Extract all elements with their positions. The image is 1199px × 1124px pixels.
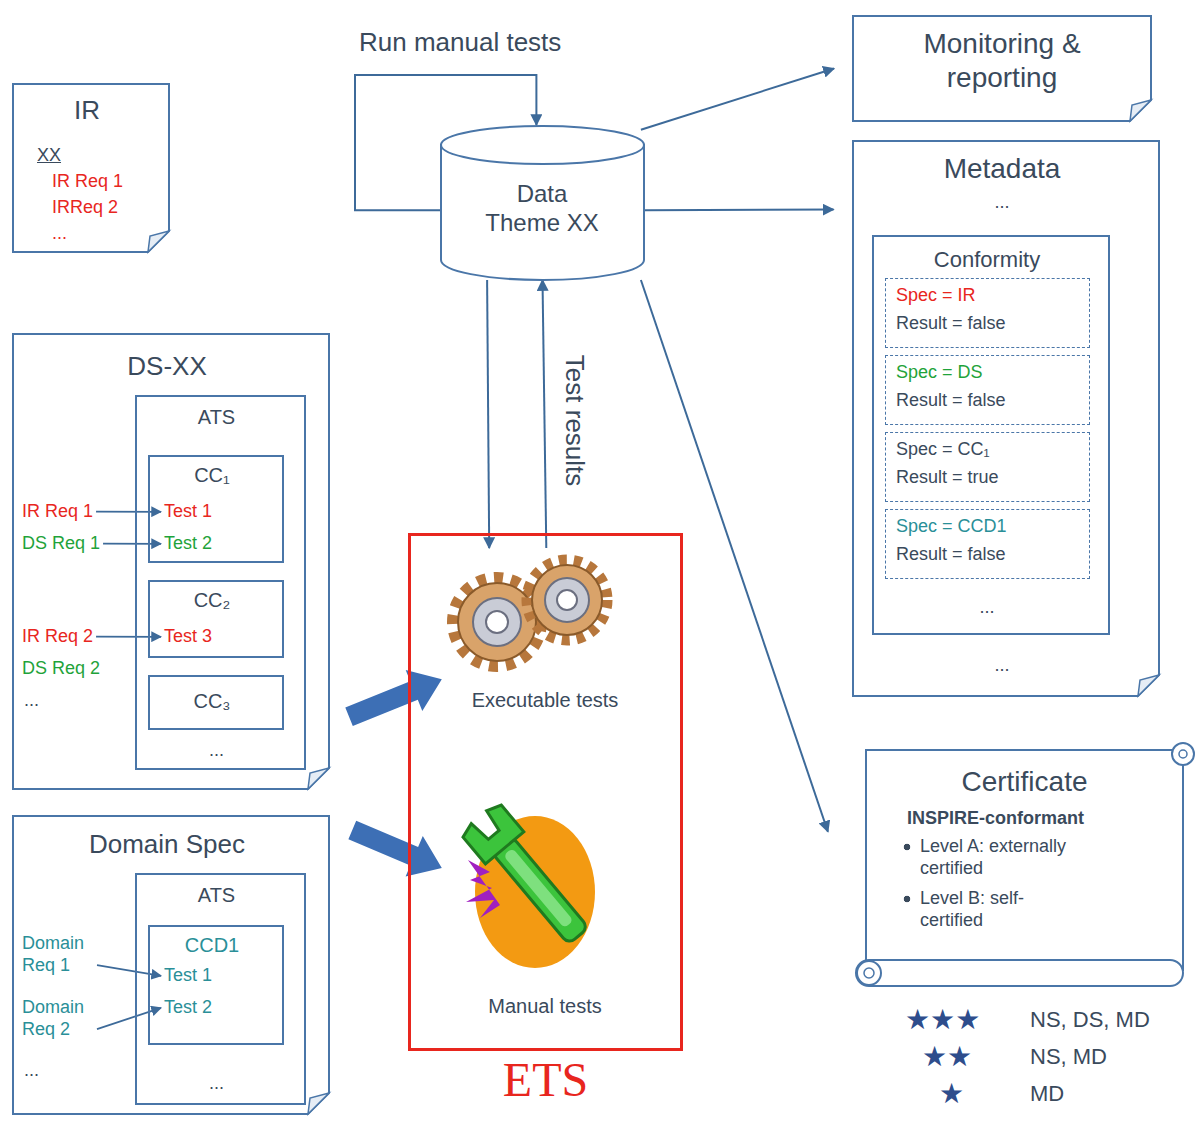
node-text: Domain Req 2 (22, 997, 94, 1040)
node-text: ... (135, 1073, 298, 1095)
edge-label: Test results (559, 351, 590, 489)
node-text: Data Theme XX (482, 180, 602, 238)
rating-text: NS, MD (1030, 1044, 1107, 1070)
node-text: Test 3 (164, 626, 212, 648)
ets-frame: ETSExecutable testsManual tests (408, 533, 683, 1051)
node-text: ... (872, 597, 1102, 619)
result-box: Spec = CC₁ Result = true (885, 432, 1090, 502)
node-text: Spec = IR (896, 285, 976, 307)
node-text: Level B: self-certified (902, 888, 1080, 931)
class-box: CC₂ Test 3 (148, 580, 284, 658)
connector-arrow (543, 280, 547, 548)
node-text: IR Req 1 (52, 171, 123, 193)
trace-arrow (96, 511, 161, 513)
node-text: Metadata (852, 152, 1152, 186)
node-text: Domain Req 1 (22, 933, 94, 976)
result-box: Spec = CCD1Result = false (885, 509, 1090, 579)
node-text: Executable tests (415, 688, 675, 712)
node-text: ... (852, 192, 1152, 214)
document-shape: IR XX IR Req 1 IRReq 2... (12, 83, 170, 253)
node-text: Domain Spec (12, 829, 322, 860)
node-text: ... (852, 655, 1152, 677)
flow-arrow (345, 670, 442, 726)
trace-arrow (97, 1008, 161, 1029)
node-text: Spec = CCD1 (896, 516, 1007, 538)
trace-arrow (96, 636, 161, 638)
node-text: IRReq 2 (52, 197, 118, 219)
trace-arrow (97, 965, 161, 976)
document-shape: DS-XX IR Req 1 DS Req 1 IR Req 2 DS Req 2...… (12, 333, 330, 790)
class-box: CCD1Test 1 Test 2 (148, 925, 284, 1045)
node-text: Result = false (896, 544, 1006, 566)
node-text: Spec = CC₁ (896, 439, 990, 461)
connector-arrow (487, 280, 489, 548)
node-text: CCD1 (148, 933, 276, 957)
node-text: Result = true (896, 467, 999, 489)
node-text: XX (37, 145, 61, 167)
node-text: Conformity (872, 247, 1102, 273)
node-text: Test 2 (164, 533, 212, 555)
gears-icon (453, 560, 607, 666)
suite-box: ATS... CCD1Test 1 Test 2 (135, 873, 306, 1105)
star-rating: ★ (939, 1077, 964, 1111)
node-text: ETS (408, 1054, 683, 1107)
document-shape: Metadata...... Conformity... Spec = IR Resu… (852, 140, 1160, 697)
node-text: CC₁ (148, 463, 276, 487)
node-text: Spec = DS (896, 362, 983, 384)
node-text: CC₂ (148, 588, 276, 612)
trace-arrow (103, 543, 161, 545)
star-rating: ★★★ (905, 1003, 980, 1037)
node-text: Test 1 (164, 965, 212, 987)
flow-arrow (348, 821, 441, 877)
node-text: Result = false (896, 390, 1006, 412)
node-text: ... (24, 1060, 39, 1082)
class-box: CC₁ Test 1 Test 2 (148, 455, 284, 563)
node-text: INSPIRE-conformant (907, 808, 1084, 830)
node-text: Manual tests (415, 994, 675, 1018)
class-box: CC₃ (148, 675, 284, 730)
tool-group: Executable tests (415, 548, 683, 723)
tool-group: Manual tests (415, 760, 683, 1030)
rating-text: NS, DS, MD (1030, 1007, 1150, 1033)
result-box: Spec = DS Result = false (885, 355, 1090, 425)
node-text: IR (12, 95, 162, 126)
node-text: Test 2 (164, 997, 212, 1019)
database-cylinder: Data Theme XX (440, 125, 645, 280)
node-text: DS Req 2 (22, 658, 100, 680)
node-text: Monitoring & reporting (882, 27, 1122, 94)
star-rating: ★★ (922, 1040, 972, 1074)
node-text: ... (52, 223, 67, 245)
node-text: DS Req 1 (22, 533, 100, 555)
connector-arrow (641, 69, 834, 130)
node-text: DS-XX (12, 351, 322, 382)
node-text: ATS (135, 405, 298, 429)
wrench-icon (460, 801, 598, 968)
node-text: Level A: externally certified (902, 836, 1080, 879)
node-text: Result = false (896, 313, 1006, 335)
node-text: Test 1 (164, 501, 212, 523)
result-box: Spec = IR Result = false (885, 278, 1090, 348)
node-text: Certificate (877, 765, 1172, 799)
document-shape: Monitoring & reporting (852, 15, 1152, 122)
connector-arrow (641, 280, 828, 832)
connector-arrow (645, 209, 834, 212)
certificate-scroll: CertificateINSPIRE-conformantLevel A: ex… (852, 740, 1197, 1002)
node-text: ... (24, 690, 39, 712)
edge-label: Run manual tests (356, 27, 564, 58)
node-text: IR Req 2 (22, 626, 93, 648)
node-text: ATS (135, 883, 298, 907)
node-text: IR Req 1 (22, 501, 93, 523)
conformity-box: Conformity...Spec = IRResult = falseSpec… (872, 235, 1110, 635)
node-text: ... (135, 740, 298, 762)
suite-box: ATS... CC₁ Test 1 Test 2 CC₂ Test 3 CC₃ (135, 395, 306, 770)
rating-text: MD (1030, 1081, 1064, 1107)
document-shape: Domain SpecDomain Req 1Domain Req 2...AT… (12, 815, 330, 1115)
node-text: CC₃ (148, 689, 276, 713)
